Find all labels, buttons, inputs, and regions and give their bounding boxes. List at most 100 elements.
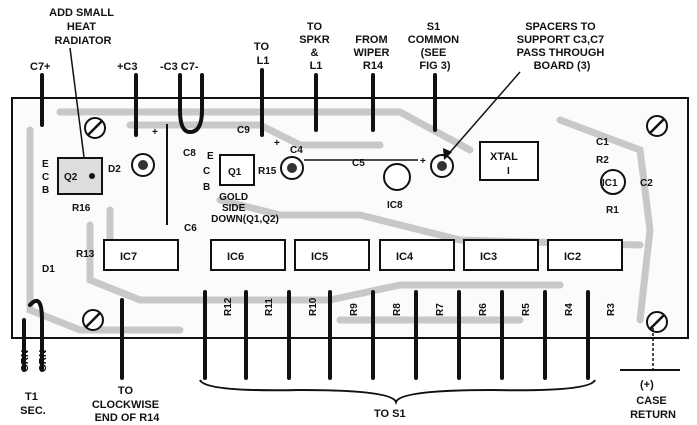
r15-label: R15 (258, 166, 277, 177)
r7-label: R7 (435, 303, 446, 316)
mounting-screw-bottom-left (82, 309, 104, 331)
c8-plus: + (152, 127, 158, 138)
ic8-label: IC8 (387, 200, 403, 211)
r11-label: R11 (264, 298, 275, 316)
q2-b-label: B (42, 185, 49, 196)
q1-e-label: E (207, 151, 214, 162)
gold-side-2: SIDE (222, 203, 246, 214)
resistor-labels: R12 R11 R10 R9 R8 R7 R6 R5 R4 R3 (223, 297, 617, 316)
spacer-left (131, 153, 155, 177)
q2-pin (89, 173, 95, 179)
svg-text:ADD SMALL HEAT RADIATO: ADD SMALL HEAT RADIATOR (49, 7, 117, 47)
to-s1-label: TO S1 (374, 408, 406, 420)
svg-text:T1 SEC.: T1 SEC. (20, 391, 46, 417)
s1-common-label-2: COMMON (408, 34, 459, 46)
spacer-mid (280, 156, 304, 180)
svg-text:SPACERS TO SUPPORT C3,C7: SPACERS TO SUPPORT C3,C7 PASS THROUGH BO… (517, 21, 608, 72)
c9-label: C9 (237, 125, 250, 136)
to-spkr-label-4: L1 (310, 60, 323, 72)
gold-side-3: DOWN(Q1,Q2) (211, 214, 279, 225)
d2-label: D2 (108, 164, 121, 175)
mounting-screw-top-left (84, 117, 106, 139)
s1-common-label-1: S1 (427, 21, 440, 33)
c5-label: C5 (352, 158, 365, 169)
r3-label: R3 (606, 303, 617, 316)
ic5-body (294, 239, 370, 271)
bottom-wires (22, 290, 590, 380)
grn-label-2: GRN (38, 350, 49, 372)
heat-radiator-label-2: HEAT (67, 21, 96, 33)
t1-sec-label-2: SEC. (20, 405, 46, 417)
heat-radiator-label-3: RADIATOR (54, 35, 111, 47)
ic7-body (103, 239, 179, 271)
svg-text:S1 COMMON (SEE FIG: S1 COMMON (SEE FIG 3) (408, 21, 462, 72)
grn-label-1: GRN (20, 350, 31, 372)
from-wiper-label-2: WIPER (353, 47, 389, 59)
q1-c-label: C (203, 166, 210, 177)
to-clockwise-label-3: END OF R14 (95, 412, 161, 424)
xtal-label: XTAL (490, 151, 518, 163)
ic2-body (547, 239, 623, 271)
r16-label: R16 (72, 203, 91, 214)
ic5-label: IC5 (311, 251, 328, 263)
from-wiper-label-1: FROM (355, 34, 387, 46)
svg-text:TO CLOCKWISE END OF R1: TO CLOCKWISE END OF R14 (92, 385, 162, 424)
c5-plus: + (420, 156, 426, 167)
ic4-label: IC4 (396, 251, 414, 263)
q1-body (219, 154, 255, 186)
c1-label: C1 (596, 137, 609, 148)
spacers-label-1: SPACERS TO (525, 21, 596, 33)
spacer-right (430, 154, 454, 178)
svg-text:TO L1: TO L1 (254, 41, 272, 67)
r2-label: R2 (596, 155, 609, 166)
top-wires (40, 68, 437, 137)
plus-mark-label: (+) (640, 379, 654, 391)
r5-label: R5 (521, 303, 532, 316)
to-clockwise-label-2: CLOCKWISE (92, 399, 159, 411)
to-clockwise-label-1: TO (118, 385, 134, 397)
svg-text:FROM WIPER R14: FROM WIPER R14 (353, 34, 392, 72)
to-spkr-label-2: SPKR (299, 34, 330, 46)
r4-label: R4 (564, 303, 575, 316)
svg-text:GOLD SIDE DOWN(Q1,Q2): GOLD SIDE DOWN(Q1,Q2) (211, 192, 279, 225)
c3-plus-label: +C3 (117, 61, 138, 73)
r1-label: R1 (606, 205, 619, 216)
r6-label: R6 (478, 303, 489, 316)
q2-e-label: E (42, 159, 49, 170)
from-wiper-label-3: R14 (363, 60, 384, 72)
r12-label: R12 (223, 297, 234, 316)
t1-sec-label-1: T1 (25, 391, 38, 403)
ic7-label: IC7 (120, 251, 137, 263)
c4-plus: + (274, 138, 280, 149)
c7-plus-label: C7+ (30, 61, 51, 73)
spacers-leader (444, 71, 521, 159)
case-return-label-1: CASE (636, 395, 667, 407)
case-return-label-2: RETURN (630, 409, 676, 421)
ic3-body (463, 239, 539, 271)
s1-common-label-3: (SEE (421, 47, 447, 59)
d1-label: D1 (42, 264, 55, 275)
to-spkr-label-1: TO (307, 21, 323, 33)
ic1-body (600, 169, 626, 195)
heat-radiator-leader (69, 47, 86, 166)
mounting-screw-top-right (646, 115, 668, 137)
ic-row: IC7 IC6 IC5 IC4 IC3 IC2 (103, 239, 623, 271)
xtal-body (479, 141, 539, 181)
svg-text:CASE RETURN: CASE RETURN (630, 395, 676, 421)
to-l1-label-2: L1 (257, 55, 270, 67)
c8-label: C8 (183, 148, 196, 159)
s1-common-label-4: FIG 3) (419, 60, 451, 72)
ic6-label: IC6 (227, 251, 244, 263)
to-l1-label-1: TO (254, 41, 270, 53)
mounting-screw-bottom-right (646, 311, 668, 333)
q1-label: Q1 (228, 167, 242, 178)
q1-b-label: B (203, 182, 210, 193)
r8-label: R8 (392, 303, 403, 316)
ic1-label: IC1 (602, 178, 618, 189)
spacers-label-4: BOARD (3) (534, 60, 591, 72)
r13-label: R13 (76, 249, 95, 260)
ic4-body (379, 239, 455, 271)
c4-label: C4 (290, 145, 303, 156)
c3-c7-minus-label: -C3 C7- (160, 61, 199, 73)
